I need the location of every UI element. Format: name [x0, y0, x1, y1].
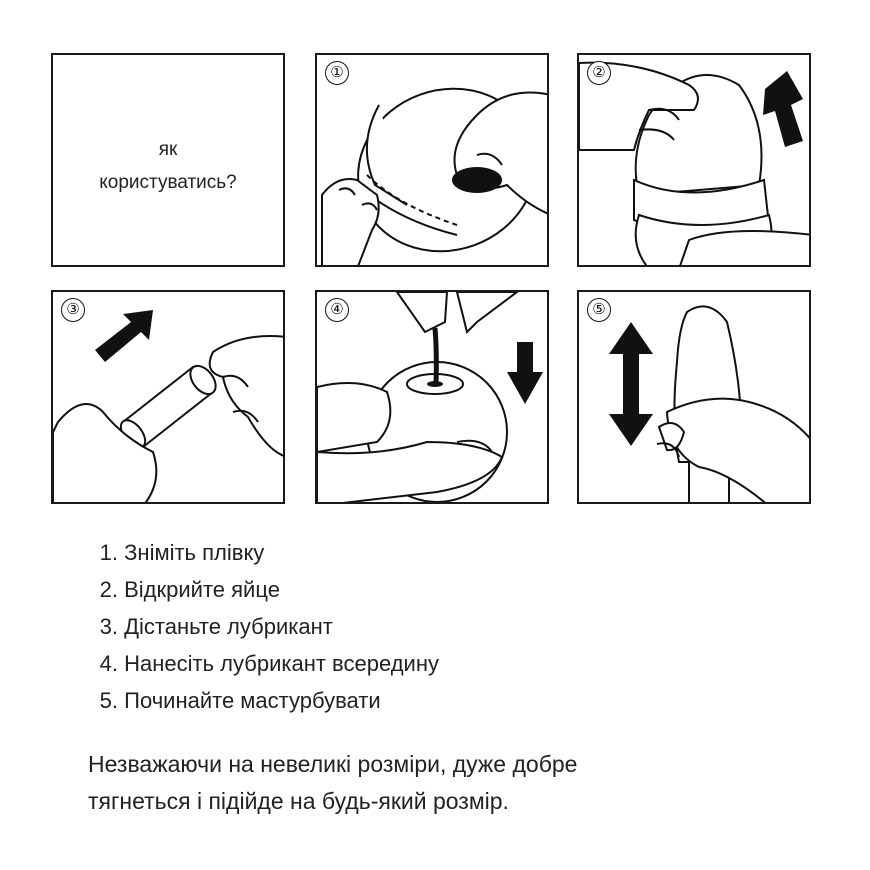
list-item: 1. Зніміть плівку	[99, 540, 265, 565]
step-number: ③	[61, 298, 85, 322]
step-4-panel: ④	[315, 290, 549, 504]
list-item: 3. Дістаньте лубрикант	[99, 614, 333, 639]
step-3-panel: ③	[51, 290, 285, 504]
step-number: ⑤	[587, 298, 611, 322]
list-item: 2. Відкрийте яйце	[99, 577, 280, 602]
steps-list: 1. Зніміть плівку 2. Відкрийте яйце 3. Д…	[94, 534, 439, 719]
open-egg-illustration	[579, 61, 809, 265]
step-2-panel: ②	[577, 53, 811, 267]
step-number: ④	[325, 298, 349, 322]
size-note: Незважаючи на невеликі розміри, дуже доб…	[88, 751, 578, 814]
step-1-panel: ①	[315, 53, 549, 267]
step-number: ①	[325, 61, 349, 85]
intro-panel: як користуватись?	[51, 53, 285, 267]
list-item: 5. Починайте мастурбувати	[99, 688, 381, 713]
remove-lubricant-illustration	[53, 310, 283, 502]
apply-lubricant-illustration	[317, 292, 543, 502]
intro-title: як користуватись?	[99, 139, 237, 193]
peel-film-illustration	[321, 87, 547, 265]
step-number: ②	[587, 61, 611, 85]
list-item: 4. Нанесіть лубрикант всередину	[99, 651, 439, 676]
step-5-panel: ⑤	[577, 290, 811, 504]
use-illustration	[609, 305, 809, 502]
